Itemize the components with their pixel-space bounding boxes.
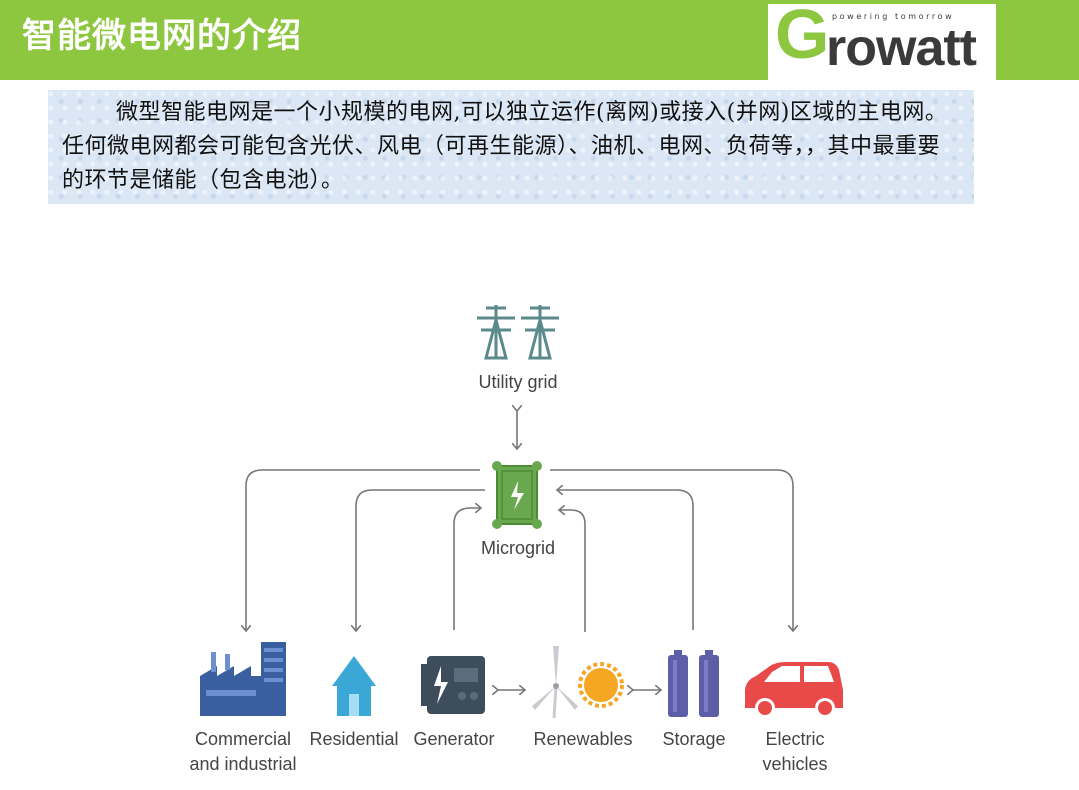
battery-icon xyxy=(668,650,719,717)
slide-title: 智能微电网的介绍 xyxy=(22,16,302,56)
connector-lines xyxy=(246,469,793,632)
commercial-label-line1: Commercial xyxy=(195,729,291,749)
ev-label-line1: Electric xyxy=(765,729,824,749)
growatt-logo xyxy=(768,4,996,80)
car-icon xyxy=(745,662,843,718)
logo-wordmark: rowatt xyxy=(826,19,977,77)
commercial-label-line2: and industrial xyxy=(189,754,296,774)
microgrid-label: Microgrid xyxy=(481,538,555,558)
residential-label: Residential xyxy=(309,729,398,749)
utility-grid-label: Utility grid xyxy=(478,372,557,392)
factory-icon xyxy=(200,642,286,716)
generator-label: Generator xyxy=(413,729,494,749)
transmission-tower-icon xyxy=(477,305,559,360)
microgrid-icon xyxy=(492,461,542,529)
logo-tagline: powering tomorrow xyxy=(832,12,955,21)
logo-letter-g: G xyxy=(775,0,830,73)
renewables-label: Renewables xyxy=(533,729,632,749)
storage-label: Storage xyxy=(662,729,725,749)
generator-icon xyxy=(421,656,485,714)
intro-paragraph: 微型智能电网是一个小规模的电网,可以独立运作(离网)或接入(并网)区域的主电网。… xyxy=(48,90,974,204)
wind-solar-icon xyxy=(532,646,624,719)
house-icon xyxy=(332,656,376,716)
ev-label-line2: vehicles xyxy=(762,754,827,774)
